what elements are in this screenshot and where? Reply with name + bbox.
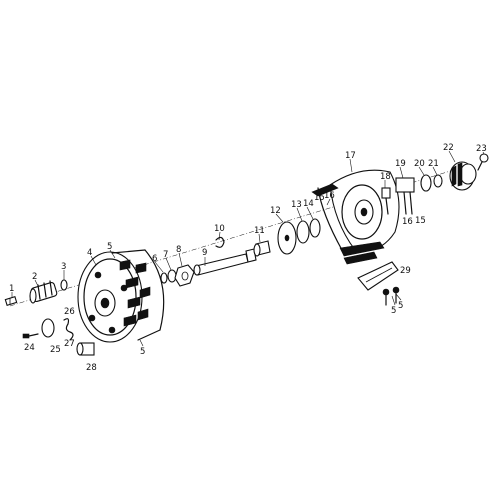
callout-8: 8 (176, 245, 181, 255)
callout-15-lower: 15 (415, 216, 426, 226)
callout-5-spool-bottom: 5 (140, 347, 145, 357)
callout-15-upper: 15 (314, 193, 325, 203)
callout-19: 19 (395, 159, 406, 169)
part-shaft (193, 248, 257, 276)
part-spool (77, 249, 165, 343)
callout-26: 26 (64, 307, 75, 317)
part-washer-small (60, 279, 68, 291)
callout-4: 4 (87, 248, 92, 258)
callout-9: 9 (202, 248, 207, 258)
part-washer-6 (160, 272, 168, 284)
callout-6: 6 (152, 254, 157, 264)
callout-22: 22 (443, 143, 454, 153)
callout-14: 14 (303, 199, 314, 209)
part-washer-7 (167, 269, 177, 283)
callout-28: 28 (86, 363, 97, 373)
callout-5-foot-left: 5 (391, 306, 396, 316)
callout-2: 2 (32, 272, 37, 282)
part-disc-large (277, 221, 297, 255)
part-knob (29, 280, 58, 304)
callout-11: 11 (254, 226, 265, 236)
callout-5-foot-right: 5 (398, 301, 403, 311)
callout-13: 13 (291, 200, 302, 210)
callout-3: 3 (61, 262, 66, 272)
callout-1: 1 (9, 284, 14, 294)
part-cap (449, 161, 477, 191)
part-frame (311, 169, 400, 265)
part-disc-13 (296, 220, 310, 244)
part-ring (41, 318, 55, 338)
callout-17: 17 (345, 151, 356, 161)
callout-20: 20 (414, 159, 425, 169)
callout-7: 7 (163, 250, 168, 260)
part-screw-23 (477, 153, 489, 171)
part-block-19 (395, 177, 415, 215)
part-screw-24 (22, 333, 39, 339)
part-disc-14 (309, 218, 321, 238)
part-washer-20 (420, 174, 432, 192)
callout-12: 12 (270, 206, 281, 216)
part-washer-21 (433, 174, 443, 188)
leader-lines (11, 150, 485, 347)
callout-21: 21 (428, 159, 439, 169)
callout-16-lower: 16 (402, 217, 413, 227)
callout-23: 23 (476, 144, 487, 154)
callout-10: 10 (214, 224, 225, 234)
part-pin (4, 295, 18, 307)
callout-29: 29 (400, 266, 411, 276)
callout-5-spool-top: 5 (107, 242, 112, 252)
callout-27: 27 (64, 339, 75, 349)
part-foot (357, 261, 399, 291)
callout-16-upper: 16 (324, 191, 335, 201)
callout-18: 18 (380, 172, 391, 182)
part-bushing (253, 240, 271, 257)
part-clip (215, 236, 225, 248)
part-foot-screws (382, 286, 400, 306)
part-spring (63, 318, 74, 341)
callout-24: 24 (24, 343, 35, 353)
callout-25: 25 (50, 345, 61, 355)
part-screw-18 (381, 187, 391, 215)
part-spacer (76, 342, 95, 356)
part-nut (174, 264, 195, 287)
